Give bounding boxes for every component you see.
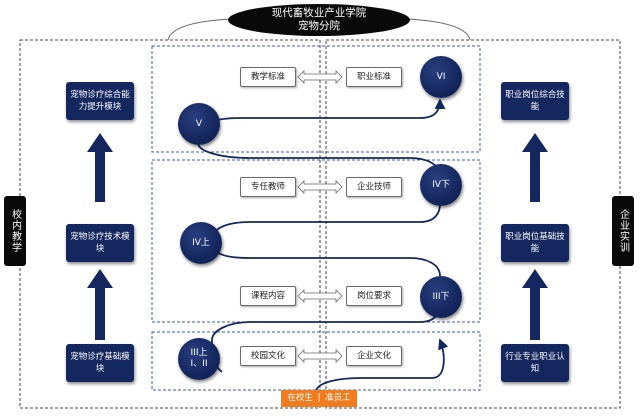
job-requirement-box: 岗位要求 <box>346 286 402 306</box>
enterprise-culture-box: 企业文化 <box>346 346 402 366</box>
stage-v-circle: V <box>178 103 220 145</box>
left-up-arrows <box>87 133 113 340</box>
employee-label: 准员工 <box>325 393 351 403</box>
stage-iv-down-circle: IV下 <box>420 164 462 206</box>
section-top <box>151 45 481 153</box>
title-arc-right <box>405 18 471 41</box>
title-banner: 现代畜牧业产业学院 宠物分院 <box>228 4 410 36</box>
enterprise-technician-box: 企业技师 <box>346 177 402 197</box>
double-arrows <box>297 70 343 363</box>
right-module-cognition: 行业专业职业认知 <box>501 344 569 382</box>
vocational-standard-box: 职业标准 <box>346 67 402 87</box>
left-module-basic: 宠物诊疗基础模块 <box>66 344 134 382</box>
title-arc-left <box>167 18 233 41</box>
student-to-employee-bar: 在校生 | 准员工 <box>281 390 357 407</box>
enterprise-training-tab: 企业实训 <box>612 196 634 266</box>
title-line2: 宠物分院 <box>298 20 340 32</box>
right-module-basic: 职业岗位基础技能 <box>501 224 569 262</box>
left-module-technical: 宠物诊疗技术模块 <box>66 224 134 262</box>
course-content-box: 课程内容 <box>240 286 296 306</box>
student-label: 在校生 <box>287 393 313 403</box>
stage-iv-up-circle: IV上 <box>180 222 222 264</box>
stage-iii-up-i-ii-circle: III上 I、II <box>178 338 220 380</box>
left-module-advanced: 宠物诊疗综合能力提升模块 <box>66 82 134 120</box>
teaching-standard-box: 教学标准 <box>240 67 296 87</box>
right-module-comprehensive: 职业岗位综合技能 <box>501 82 569 120</box>
school-teaching-tab: 校内教学 <box>4 196 26 266</box>
right-up-arrows <box>522 133 548 340</box>
progression-path <box>197 98 449 393</box>
stage-iii-down-circle: III下 <box>420 276 462 318</box>
bar-separator: | <box>317 393 321 403</box>
title-line1: 现代畜牧业产业学院 <box>271 7 367 19</box>
full-time-teacher-box: 专任教师 <box>240 177 296 197</box>
stage-vi-circle: VI <box>420 56 462 98</box>
campus-culture-box: 校园文化 <box>240 346 296 366</box>
